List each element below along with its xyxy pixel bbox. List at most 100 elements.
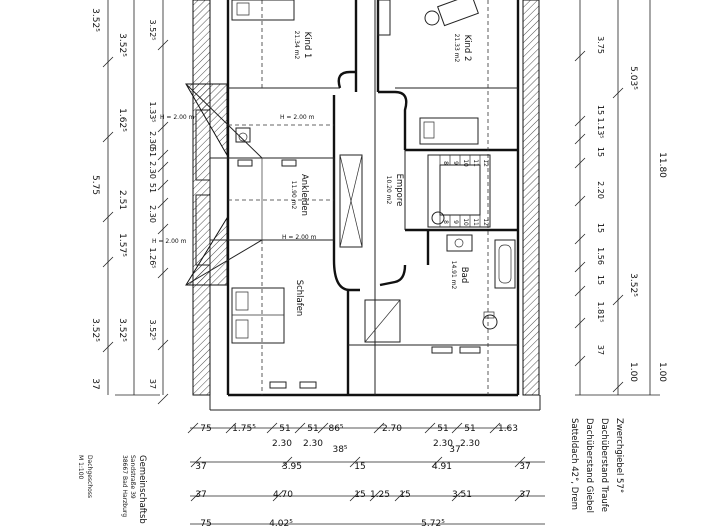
sink-icon bbox=[447, 235, 472, 251]
dimension-tick bbox=[318, 423, 328, 433]
height-mark: H = 2.00 m bbox=[280, 114, 315, 121]
dimension-tick bbox=[575, 158, 585, 168]
dimension-tick bbox=[158, 224, 168, 234]
dimension-label: 37 bbox=[195, 490, 206, 500]
roof-note: Zwerchgiebel 57° bbox=[614, 418, 624, 493]
shower-icon bbox=[365, 300, 400, 342]
dimension-tick bbox=[452, 423, 462, 433]
dimension-tick bbox=[226, 423, 236, 433]
room-kind2: Kind 2 21.33 m2 bbox=[453, 34, 472, 63]
roof-note: Dachüberstand Giebel bbox=[584, 418, 594, 513]
dimension-label: 2.51 bbox=[117, 190, 127, 210]
roof-note: Dachüberstand Traufe bbox=[599, 418, 609, 512]
dimension-tick bbox=[575, 286, 585, 296]
stair-step-number: 11 bbox=[472, 218, 479, 226]
stair-step-number: 10 bbox=[462, 159, 469, 167]
plan-scale: M 1:100 bbox=[77, 455, 84, 480]
dimension-label: 3.95 bbox=[282, 462, 302, 472]
dimension-label: 15 bbox=[596, 223, 605, 233]
dimension-label: 2.30 bbox=[148, 205, 157, 223]
dimension-tick bbox=[103, 132, 113, 142]
room-name: Kind 2 bbox=[462, 35, 472, 62]
dimension-label: 5.75 bbox=[90, 175, 100, 195]
dimension-lines-bottom bbox=[190, 428, 545, 524]
dimension-label: 3.52⁵ bbox=[148, 19, 157, 40]
dimension-tick bbox=[267, 423, 277, 433]
dimension-tick bbox=[575, 134, 585, 144]
dimension-label: 5.03⁵ bbox=[628, 66, 638, 90]
stamp-street: Sandstraße 39 bbox=[129, 455, 136, 499]
dimension-label: 2.30 bbox=[303, 439, 323, 449]
dimension-label: 2.30 bbox=[272, 439, 292, 449]
dimension-tick bbox=[575, 51, 585, 61]
office-stamp: Gemeinschaftsb Sandstraße 39 38667 Bad H… bbox=[121, 455, 147, 524]
interior-walls bbox=[228, 0, 518, 395]
dimension-label: 3.52⁵ bbox=[117, 33, 127, 57]
dimension-tick bbox=[575, 196, 585, 206]
dimension-label: 37 bbox=[519, 490, 530, 500]
dimension-tick bbox=[158, 122, 168, 132]
room-kind1: Kind 1 21.34 m2 bbox=[293, 31, 312, 60]
stamp-office: Gemeinschaftsb bbox=[137, 455, 147, 524]
dimension-label: 1.63 bbox=[498, 424, 518, 434]
dimension-label: 15 bbox=[596, 147, 605, 157]
wardrobe-kind2 bbox=[378, 0, 390, 35]
dimension-label: 1.13⁵ bbox=[596, 117, 605, 138]
dimension-label: 4.02⁵ bbox=[269, 519, 293, 529]
dimension-tick bbox=[515, 491, 525, 501]
dimension-label: 1.25 bbox=[370, 490, 390, 500]
stair-step-number: 11 bbox=[472, 159, 479, 167]
dimension-tick bbox=[158, 340, 168, 350]
dimension-tick bbox=[273, 491, 283, 501]
dimension-label: 15 bbox=[399, 490, 410, 500]
height-mark: H = 2.00 m bbox=[282, 234, 317, 241]
dimension-tick bbox=[158, 394, 168, 404]
room-empore: Empore 10.20 m2 bbox=[385, 174, 404, 207]
dimension-tick bbox=[613, 88, 623, 98]
dimension-label: 15 bbox=[354, 462, 365, 472]
dimension-label: 51 bbox=[307, 424, 318, 434]
toilet-icon bbox=[236, 128, 250, 142]
dimension-label: 86⁵ bbox=[328, 424, 343, 434]
dimension-label: 2.30 bbox=[148, 161, 157, 179]
bed-schlafen bbox=[232, 288, 284, 343]
dimension-label: 1.57⁵ bbox=[117, 233, 127, 257]
dimension-tick bbox=[575, 318, 585, 328]
toilet-bath-icon bbox=[483, 312, 497, 329]
ceiling-height-lines bbox=[228, 0, 488, 395]
dimension-label: 15 bbox=[596, 275, 605, 285]
room-bad: Bad 14.91 m2 bbox=[450, 261, 469, 290]
dimension-label: 15 bbox=[354, 490, 365, 500]
bed-kind2 bbox=[420, 118, 478, 144]
room-name: Empore bbox=[394, 174, 404, 207]
dimension-tick bbox=[191, 457, 201, 467]
room-ankleiden: Ankleiden 11.90 m2 bbox=[290, 174, 309, 216]
dimension-label: 1.00 bbox=[628, 362, 638, 382]
dimension-label: 38⁵ bbox=[332, 445, 347, 455]
stair-step-number: 8 bbox=[442, 220, 449, 224]
dimension-label: 1.26⁵ bbox=[148, 247, 157, 268]
dimension-label: 4.70 bbox=[273, 490, 293, 500]
dimension-label: 51 bbox=[464, 424, 475, 434]
dimension-tick bbox=[395, 491, 405, 501]
stamp-city: 38667 Bad Harzburg bbox=[121, 455, 128, 517]
stair-step-number: 8 bbox=[442, 161, 449, 165]
dimension-tick bbox=[103, 257, 113, 267]
dimension-label: 4.91 bbox=[432, 462, 452, 472]
height-mark: H = 2.00 m bbox=[152, 238, 187, 245]
room-name: Bad bbox=[459, 267, 469, 283]
dimension-tick bbox=[295, 423, 305, 433]
dimension-tick bbox=[188, 423, 198, 433]
dimension-label: 11.80 bbox=[657, 152, 667, 178]
dimension-tick bbox=[282, 457, 292, 467]
window-sills bbox=[238, 160, 480, 388]
room-area: 14.91 m2 bbox=[450, 261, 457, 290]
dimension-label: 51 bbox=[148, 147, 157, 157]
dimension-tick bbox=[103, 57, 113, 67]
dimension-label: 1.33⁵ bbox=[148, 101, 157, 122]
dimension-tick bbox=[613, 295, 623, 305]
